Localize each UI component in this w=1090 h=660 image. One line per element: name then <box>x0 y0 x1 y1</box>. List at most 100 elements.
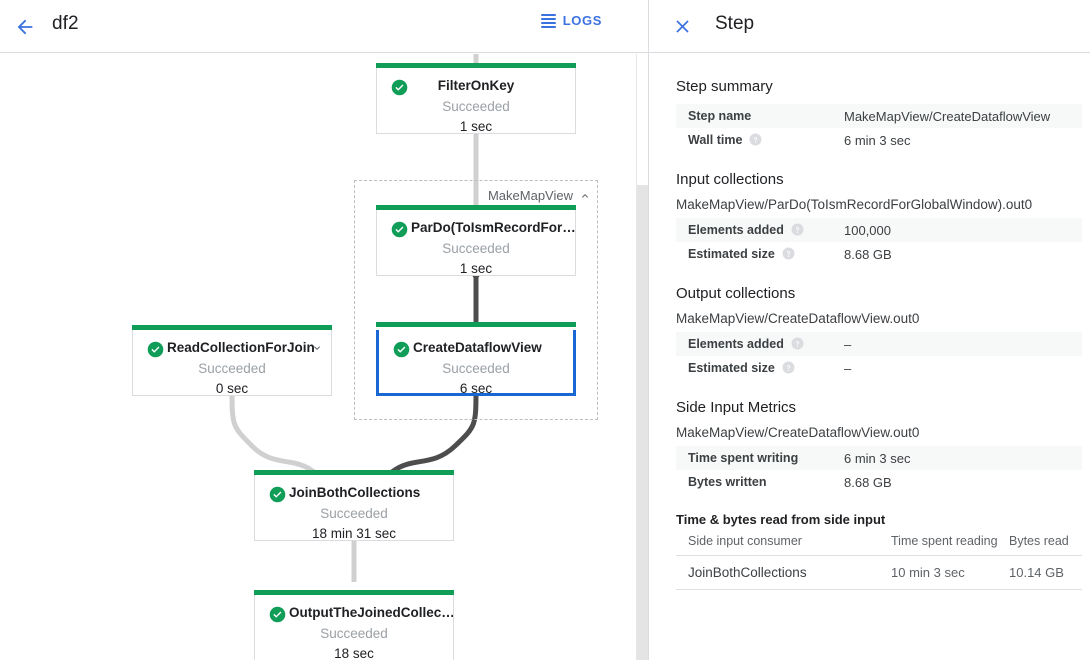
check-circle-icon <box>393 341 410 358</box>
logs-button[interactable]: LOGS <box>540 13 602 28</box>
help-icon[interactable] <box>791 337 804 350</box>
table-header-row: Side input consumer Time spent reading B… <box>676 531 1082 556</box>
graph-header-bar: df2 LOGS <box>0 0 649 53</box>
node-status: Succeeded <box>320 506 388 521</box>
row-key-label: Elements added <box>688 223 784 237</box>
node-title: OutputTheJoinedCollec… <box>289 605 453 620</box>
input-collection-name: MakeMapView/ParDo(ToIsmRecordForGlobalWi… <box>676 197 1033 212</box>
node-duration: 6 sec <box>459 381 493 396</box>
node-title: FilterOnKey <box>437 78 515 93</box>
node-duration: 1 sec <box>459 119 493 134</box>
node-title: JoinBothCollections <box>289 485 421 500</box>
section-title-side-input-metrics: Side Input Metrics <box>676 399 797 416</box>
node-status-bar <box>254 470 454 475</box>
row-key: Time spent writing <box>688 451 799 465</box>
row-value: 100,000 <box>844 222 891 238</box>
node-status: Succeeded <box>442 99 510 114</box>
step-details-panel: Step Step summary Step name MakeMapView/… <box>649 0 1090 660</box>
arrow-left-icon <box>17 19 33 35</box>
row-key: Elements added <box>676 332 844 356</box>
column-header-side-input-consumer: Side input consumer <box>676 531 891 556</box>
node-status-bar <box>132 325 332 330</box>
section-title-step-summary: Step summary <box>676 78 773 95</box>
check-circle-icon <box>269 606 286 623</box>
panel-divider <box>648 0 649 660</box>
side-input-metrics-table: Time spent writing 6 min 3 sec Bytes wri… <box>676 446 1082 494</box>
side-input-consumers-table: Side input consumer Time spent reading B… <box>676 531 1082 590</box>
node-duration: 1 sec <box>459 261 493 276</box>
help-icon[interactable] <box>782 247 795 260</box>
row-value: 6 min 3 sec <box>844 132 911 148</box>
close-icon <box>675 19 689 33</box>
input-collections-table: Elements added 100,000 Estimated size 8.… <box>676 218 1082 266</box>
table-row: Bytes written 8.68 GB <box>676 470 1082 494</box>
node-title: ReadCollectionForJoin <box>167 340 315 355</box>
row-value: 8.68 GB <box>844 246 892 262</box>
row-key: Estimated size <box>676 242 844 266</box>
node-status-bar <box>254 590 454 595</box>
help-icon[interactable] <box>791 223 804 236</box>
node-title: ParDo(ToIsmRecordFor… <box>411 220 575 235</box>
section-title-output-collections: Output collections <box>676 285 796 302</box>
help-icon[interactable] <box>782 361 795 374</box>
help-icon[interactable] <box>749 133 762 146</box>
composite-label: MakeMapView <box>487 188 573 203</box>
table-row: Time spent writing 6 min 3 sec <box>676 446 1082 470</box>
row-key: Wall time <box>676 128 844 152</box>
output-collections-table: Elements added – Estimated size – <box>676 332 1082 380</box>
graph-canvas[interactable]: MakeMapView FilterOnKey Succeeded 1 sec <box>0 54 649 660</box>
job-graph-panel: df2 LOGS <box>0 0 649 660</box>
side-input-collection-name: MakeMapView/CreateDataflowView.out0 <box>676 425 920 440</box>
graph-node-join-both-collections[interactable]: JoinBothCollections Succeeded 18 min 31 … <box>254 470 454 541</box>
check-circle-icon <box>269 486 286 503</box>
chevron-down-icon[interactable] <box>311 342 323 354</box>
details-panel-title: Step <box>715 13 755 34</box>
row-key-label: Estimated size <box>688 361 775 375</box>
node-title: CreateDataflowView <box>413 340 542 355</box>
row-key-label: Elements added <box>688 337 784 351</box>
row-value: MakeMapView/CreateDataflowView <box>844 108 1051 124</box>
cell-consumer: JoinBothCollections <box>676 555 891 590</box>
subsection-title-time-bytes-read: Time & bytes read from side input <box>676 512 886 527</box>
graph-scrollbar-thumb[interactable] <box>637 185 648 660</box>
table-row: Step name MakeMapView/CreateDataflowView <box>676 104 1082 128</box>
graph-node-create-dataflow-view[interactable]: CreateDataflowView Succeeded 6 sec <box>376 322 576 396</box>
check-circle-icon <box>391 221 408 238</box>
close-panel-button[interactable] <box>665 9 699 43</box>
node-duration: 0 sec <box>215 381 249 396</box>
logs-list-icon <box>540 14 556 28</box>
table-row: Elements added 100,000 <box>676 218 1082 242</box>
row-value: – <box>844 336 852 352</box>
graph-node-filter-on-key[interactable]: FilterOnKey Succeeded 1 sec <box>376 63 576 134</box>
step-summary-table: Step name MakeMapView/CreateDataflowView… <box>676 104 1082 152</box>
back-button[interactable] <box>8 10 42 44</box>
graph-vertical-scrollbar[interactable] <box>636 54 649 660</box>
graph-node-pardo-toismrecordfor[interactable]: ParDo(ToIsmRecordFor… Succeeded 1 sec <box>376 205 576 276</box>
node-status-bar <box>376 205 576 210</box>
row-key: Estimated size <box>676 356 844 380</box>
node-status: Succeeded <box>320 626 388 641</box>
composite-container-makemapview[interactable]: MakeMapView <box>354 180 598 420</box>
chevron-up-icon[interactable] <box>579 190 591 202</box>
node-status-bar <box>376 63 576 68</box>
row-value: – <box>844 360 852 376</box>
table-row: JoinBothCollections 10 min 3 sec 10.14 G… <box>676 555 1082 590</box>
row-key: Elements added <box>676 218 844 242</box>
column-header-time-spent-reading: Time spent reading <box>891 531 1009 556</box>
cell-bytes-read: 10.14 GB <box>1009 555 1082 590</box>
graph-node-output-the-joined-collection[interactable]: OutputTheJoinedCollec… Succeeded 18 sec <box>254 590 454 660</box>
cell-time-spent-reading: 10 min 3 sec <box>891 555 1009 590</box>
node-status: Succeeded <box>442 241 510 256</box>
output-collection-name: MakeMapView/CreateDataflowView.out0 <box>676 311 920 326</box>
graph-node-read-collection-for-join[interactable]: ReadCollectionForJoin Succeeded 0 sec <box>132 325 332 396</box>
row-value: 8.68 GB <box>844 474 892 490</box>
row-key-label: Wall time <box>688 133 743 147</box>
row-value: 6 min 3 sec <box>844 450 911 466</box>
table-row: Estimated size – <box>676 356 1082 380</box>
check-circle-icon <box>391 79 408 96</box>
table-row: Elements added – <box>676 332 1082 356</box>
logs-button-label: LOGS <box>562 13 602 28</box>
node-duration: 18 min 31 sec <box>311 526 397 541</box>
node-status: Succeeded <box>198 361 266 376</box>
